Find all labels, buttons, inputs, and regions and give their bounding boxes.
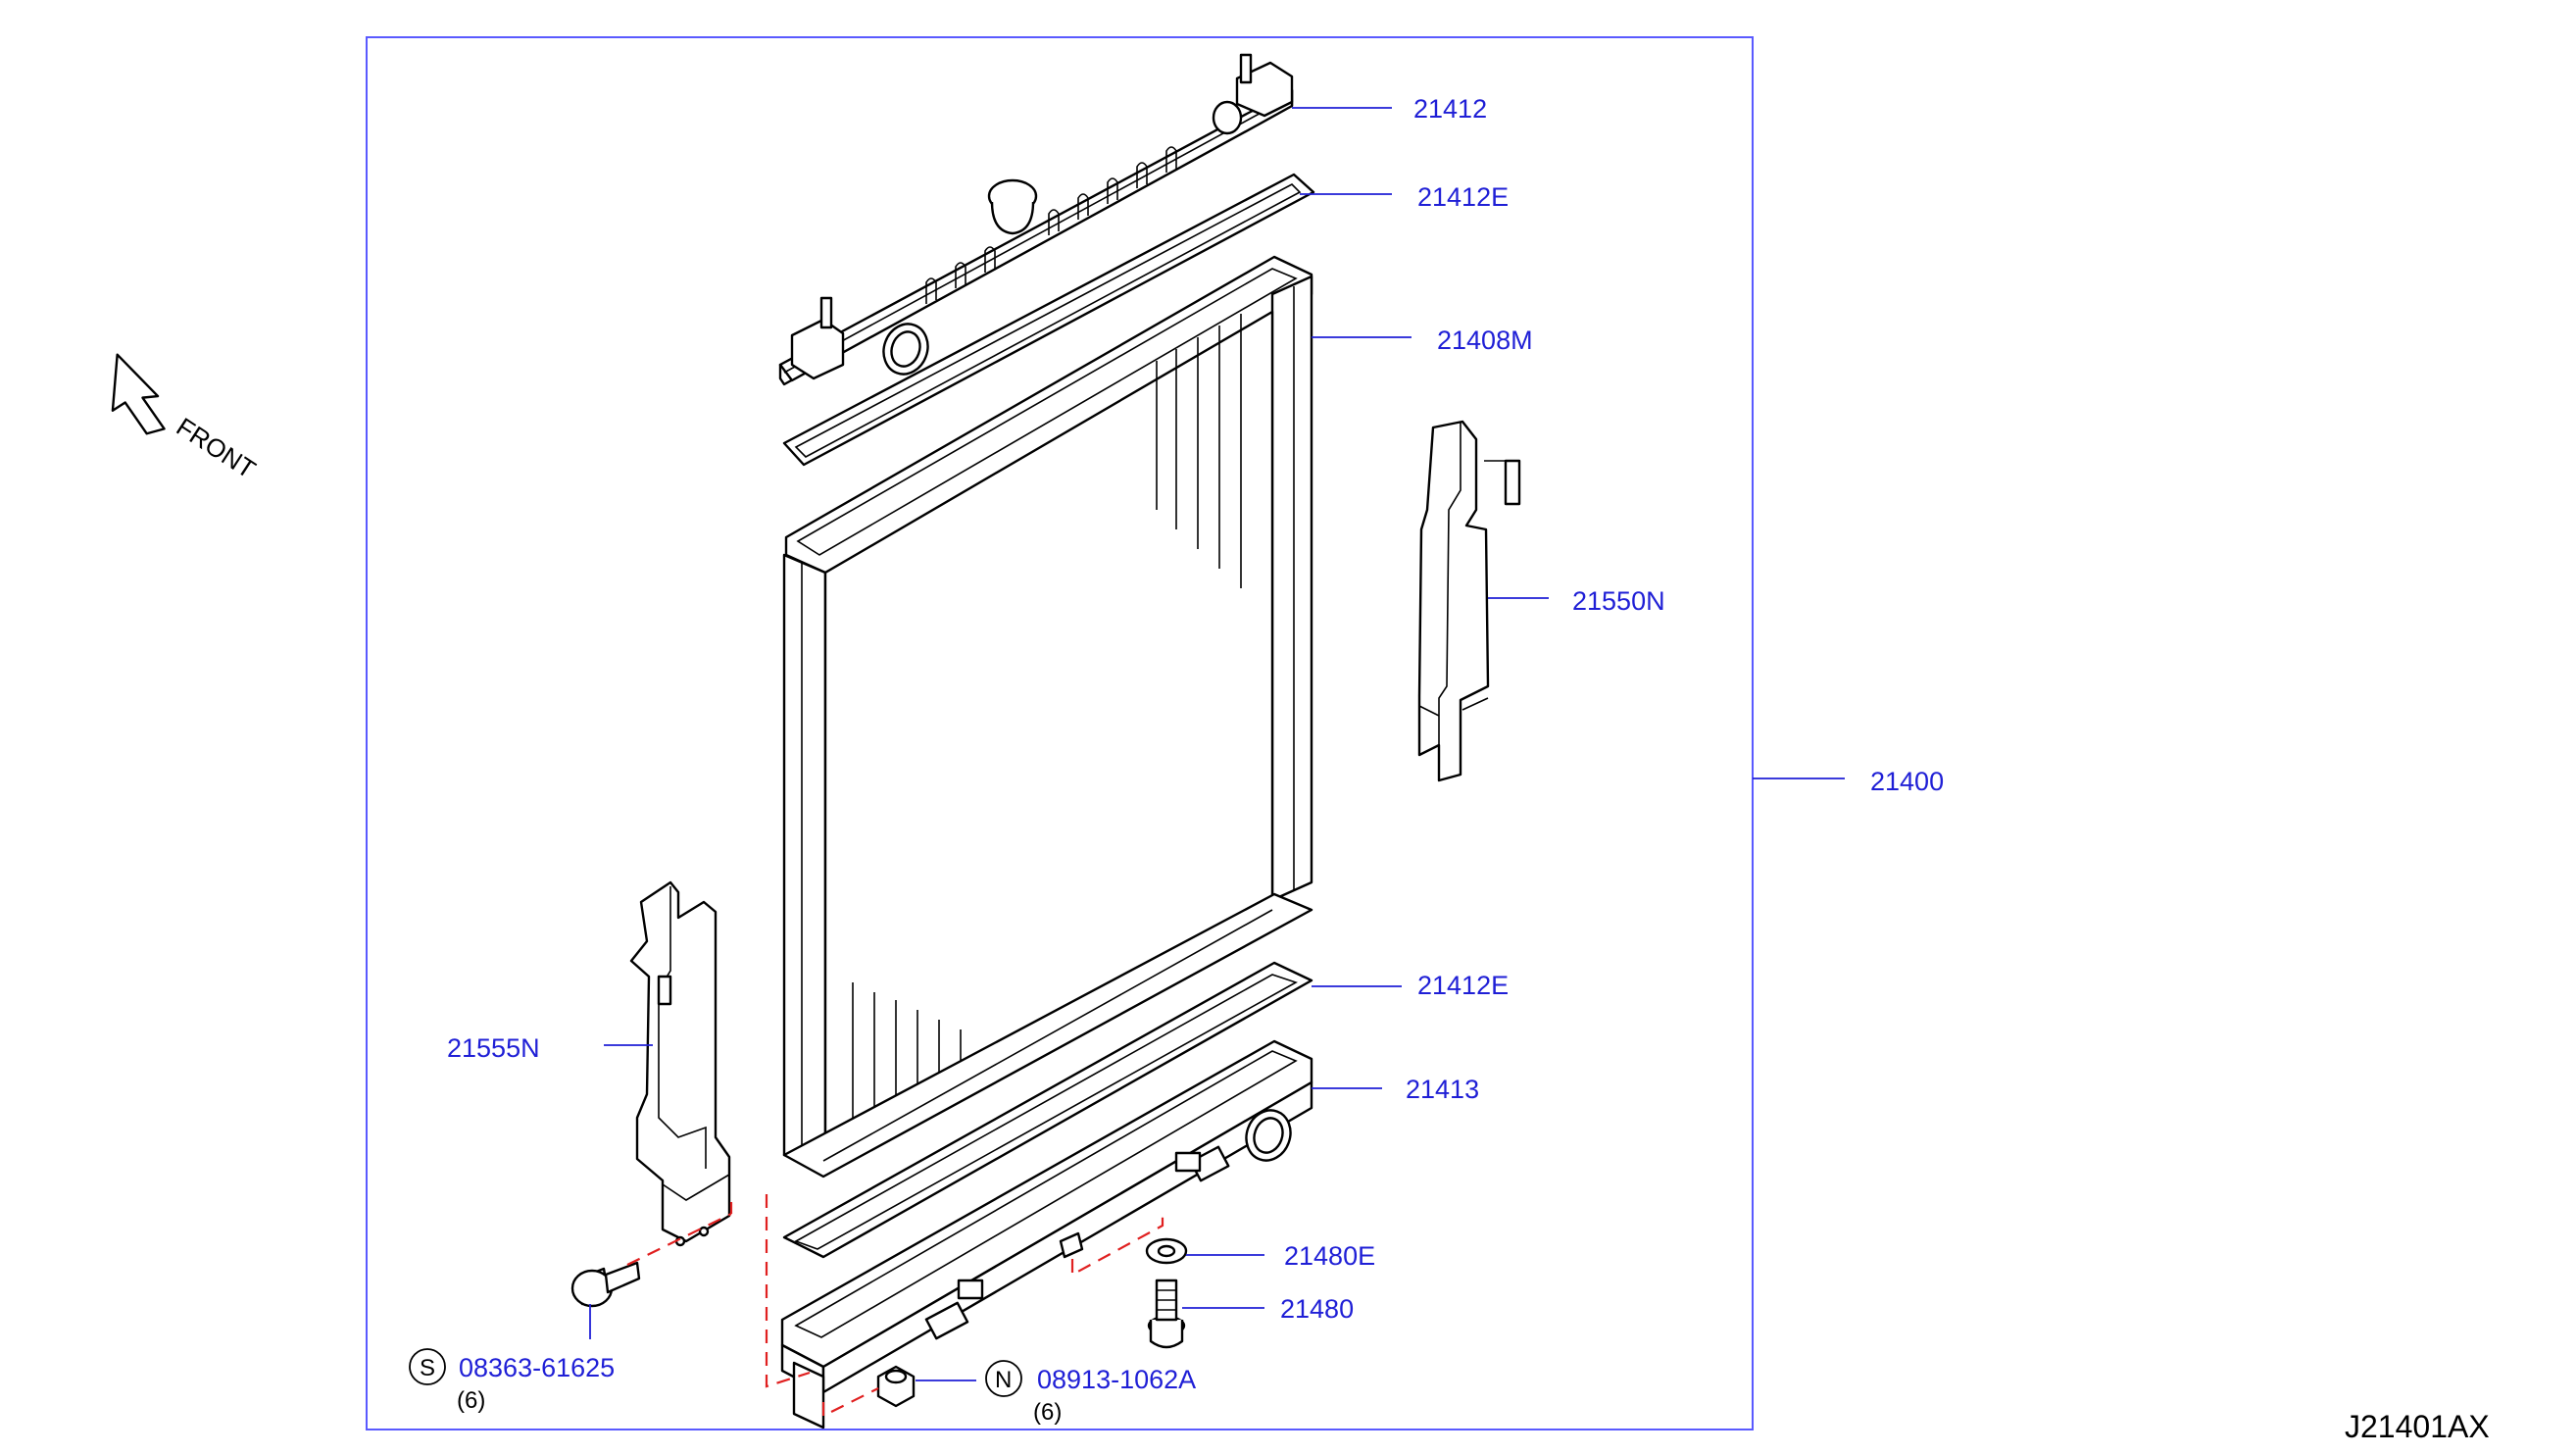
left-air-guide-21555N[interactable] [629, 880, 731, 1247]
lower-gasket-21412E[interactable] [782, 961, 1313, 1259]
label-21480[interactable]: 21480 [1280, 1294, 1354, 1324]
front-arrow-icon [111, 353, 166, 435]
label-08913-1062A[interactable]: 08913-1062A [1037, 1365, 1196, 1394]
alignment-guides [626, 1194, 1164, 1418]
front-direction-arrow: FRONT [111, 353, 262, 484]
n-symbol-circle [985, 1360, 1022, 1397]
label-21408M[interactable]: 21408M [1437, 326, 1533, 355]
s-symbol: S [420, 1355, 435, 1381]
front-label: FRONT [172, 412, 262, 484]
fastener-s-callout[interactable]: S 08363-61625 (6) [409, 1348, 615, 1414]
fastener-n-callout[interactable]: N 08913-1062A (6) [985, 1360, 1196, 1426]
qty-08363-61625: (6) [457, 1387, 485, 1414]
diagram-code: J21401AX [2345, 1409, 2490, 1444]
lower-tank-21413[interactable] [780, 1039, 1313, 1430]
right-air-guide-21550N[interactable] [1417, 420, 1521, 782]
upper-tank-21412[interactable] [778, 53, 1294, 386]
label-21412E-bottom[interactable]: 21412E [1417, 971, 1509, 1000]
upper-gasket-21412E[interactable] [782, 173, 1315, 467]
washer-21480E[interactable] [1145, 1237, 1188, 1265]
label-21412[interactable]: 21412 [1413, 94, 1487, 124]
assembly-frame [366, 36, 1754, 1430]
label-08363-61625[interactable]: 08363-61625 [459, 1353, 615, 1382]
drain-plug-21480[interactable] [1147, 1279, 1186, 1349]
label-21555N[interactable]: 21555N [447, 1033, 540, 1063]
radiator-core-21408M[interactable] [782, 255, 1313, 1179]
n-symbol: N [995, 1367, 1012, 1393]
label-21550N[interactable]: 21550N [1572, 586, 1665, 616]
leader-lines [589, 107, 1845, 1381]
label-21413[interactable]: 21413 [1406, 1075, 1479, 1104]
label-21400[interactable]: 21400 [1870, 767, 1944, 796]
s-symbol-circle [409, 1348, 446, 1385]
label-21412E-top[interactable]: 21412E [1417, 182, 1509, 212]
label-21480E[interactable]: 21480E [1284, 1241, 1375, 1271]
nut-08913-1062A[interactable] [876, 1365, 916, 1408]
qty-08913-1062A: (6) [1033, 1399, 1062, 1426]
bolt-08363-61625[interactable] [570, 1261, 641, 1308]
